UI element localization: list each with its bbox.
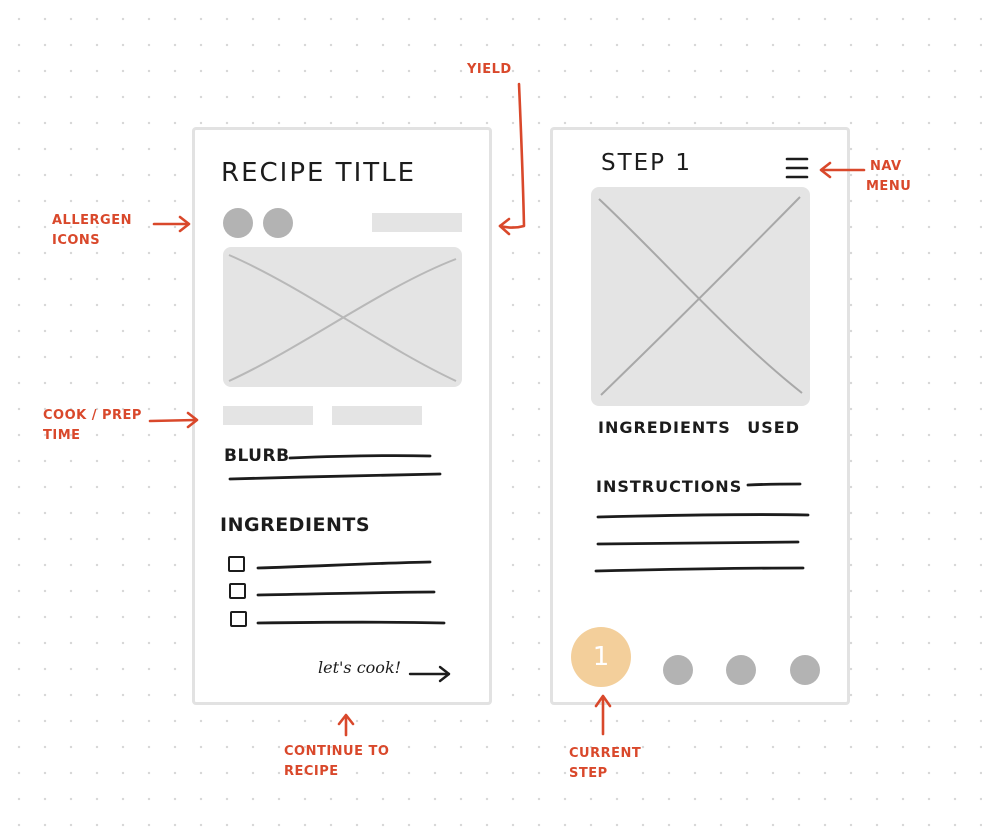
current-step-indicator[interactable]: 1 <box>571 627 631 687</box>
annotation-cook-prep-time: COOK / PREP TIME <box>43 406 142 446</box>
annotation-current-step: CURRENT STEP <box>569 744 641 784</box>
ingredients-used-label: INGREDIENTS USED <box>598 418 801 437</box>
image-placeholder-icon <box>598 196 803 396</box>
hamburger-menu-icon[interactable] <box>784 155 810 181</box>
checkbox-icon[interactable] <box>228 556 245 572</box>
step-dot[interactable] <box>790 655 820 685</box>
annotation-allergen-icons: ALLERGEN ICONS <box>52 211 132 251</box>
blurb-label: BLURB <box>224 446 290 466</box>
annotation-allergen-line1: ALLERGEN <box>52 213 132 228</box>
image-placeholder-icon <box>228 254 457 382</box>
annotation-nav-line1: NAV <box>870 159 902 174</box>
cook-time-placeholder <box>223 406 313 425</box>
recipe-title: RECIPE TITLE <box>221 158 417 188</box>
yield-placeholder <box>372 213 462 232</box>
arrow-yield <box>498 82 526 236</box>
ingredients-heading: INGREDIENTS <box>220 514 371 536</box>
annotation-continue-line2: RECIPE <box>284 764 339 779</box>
checkbox-icon[interactable] <box>229 583 246 599</box>
annotation-cook-prep-line2: TIME <box>43 428 81 443</box>
annotation-cook-prep-line1: COOK / PREP <box>43 408 142 423</box>
arrow-allergen <box>152 215 191 233</box>
step-dot[interactable] <box>726 655 756 685</box>
prep-time-placeholder <box>332 406 422 425</box>
step-dot[interactable] <box>663 655 693 685</box>
annotation-continue-to-recipe: CONTINUE TO RECIPE <box>284 742 389 782</box>
allergen-icon <box>223 208 253 238</box>
lets-cook-link[interactable]: let's cook! <box>318 658 402 677</box>
arrow-cook-prep <box>148 411 199 429</box>
annotation-yield: YIELD <box>467 62 512 77</box>
annotation-current-line1: CURRENT <box>569 746 642 761</box>
instructions-label: INSTRUCTIONS <box>596 477 743 496</box>
annotation-current-line2: STEP <box>569 766 608 781</box>
step-image-placeholder <box>591 187 810 406</box>
annotation-nav-menu: NAV MENU <box>866 157 911 197</box>
allergen-icon <box>263 208 293 238</box>
arrow-continue <box>337 713 355 737</box>
checkbox-icon[interactable] <box>230 611 247 627</box>
recipe-image-placeholder <box>223 247 462 387</box>
annotation-allergen-line2: ICONS <box>52 233 101 248</box>
annotation-nav-line2: MENU <box>866 179 912 194</box>
step-title: STEP 1 <box>601 150 692 176</box>
annotation-continue-line1: CONTINUE TO <box>284 744 390 759</box>
